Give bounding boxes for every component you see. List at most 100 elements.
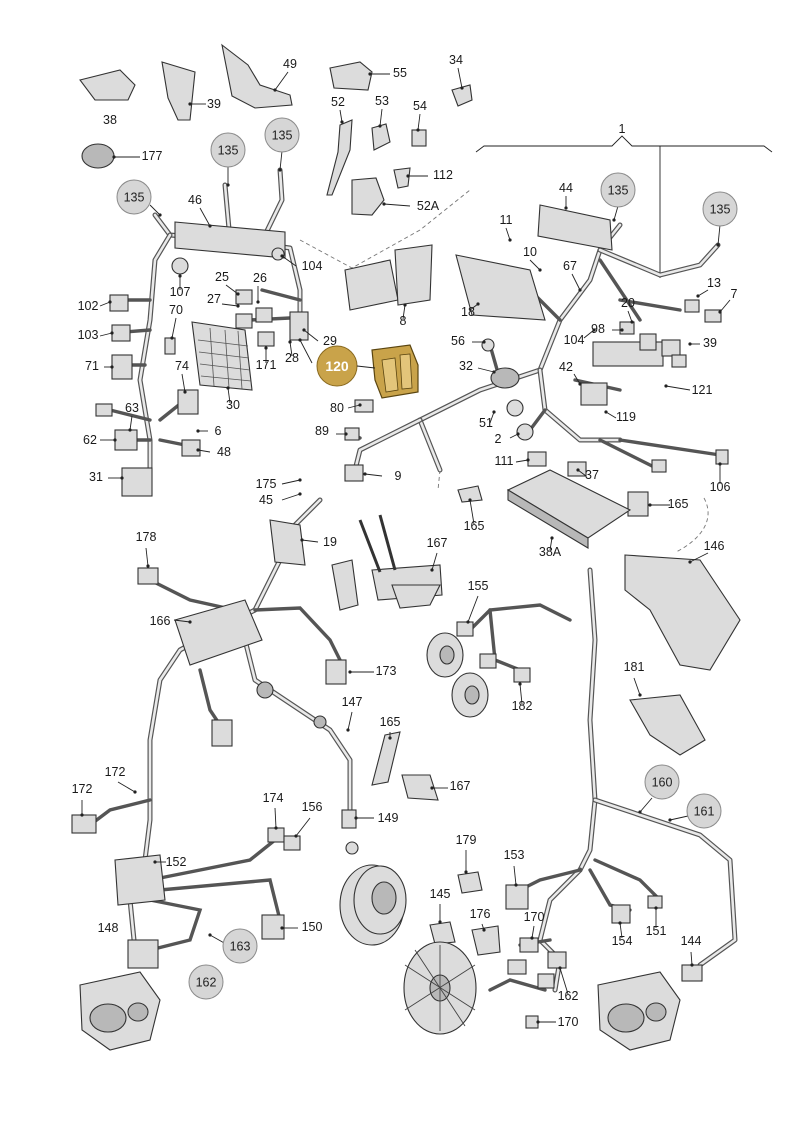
part-label: 156: [302, 800, 323, 814]
circled-label-badge: [222, 928, 258, 964]
leader-dot: [346, 728, 350, 732]
leader-line: [379, 108, 383, 127]
bracket-171-a: [344, 259, 399, 311]
leader-line: [402, 304, 406, 320]
leader-line: [289, 341, 293, 357]
leader-dot: [208, 224, 212, 228]
leader-dot: [340, 120, 344, 124]
leader-dot: [648, 503, 652, 507]
clip-53: [371, 123, 391, 151]
part-label: 26: [253, 271, 267, 285]
part-label: 170: [524, 910, 545, 924]
highlight-leader: [356, 365, 376, 369]
bracket-178: [174, 599, 263, 666]
leader-dot: [153, 860, 157, 864]
module-19-side: [507, 489, 589, 549]
leader-line: [583, 329, 595, 339]
leader-dot: [120, 476, 124, 480]
leader-dot: [578, 288, 582, 292]
headlight-right: [597, 971, 681, 1051]
leader-line: [489, 411, 495, 424]
circled-label-badge: [264, 117, 300, 153]
part-label: 46: [188, 193, 202, 207]
leader-dot: [550, 536, 554, 540]
leader-dot: [128, 428, 132, 432]
leader-dot: [416, 128, 420, 132]
part-label: 39: [207, 97, 221, 111]
part-label: 173: [376, 664, 397, 678]
bracket-39: [161, 61, 196, 121]
circled-label-badge: [210, 132, 246, 168]
leader-line: [627, 310, 633, 323]
leader-line: [225, 284, 239, 295]
radiator-fan: [403, 941, 477, 1035]
leader-dot: [294, 834, 298, 838]
circled-label-text: 135: [218, 144, 239, 158]
leader-dot: [113, 438, 117, 442]
bracket-152: [471, 925, 501, 956]
leader-line: [145, 547, 149, 567]
middle-left-harness: [71, 497, 357, 969]
leader-line: [457, 67, 463, 89]
leader-dot: [256, 300, 260, 304]
leader-line: [467, 595, 479, 623]
leader-dot: [170, 336, 174, 340]
leader-dot: [264, 346, 268, 350]
leader-dot: [146, 564, 150, 568]
leader-dot: [696, 294, 700, 298]
part-label: 102: [78, 299, 99, 313]
leader-line: [469, 303, 479, 311]
leader-line: [571, 273, 581, 291]
leader-dot: [516, 432, 520, 436]
leader-line: [347, 711, 353, 731]
part-label: 28: [285, 351, 299, 365]
part-label: 38A: [539, 545, 562, 559]
leader-dot: [468, 498, 472, 502]
leader-dot: [358, 403, 362, 407]
part-label: 181: [624, 660, 645, 674]
part-label: 56: [451, 334, 465, 348]
top-left-parts: [79, 43, 473, 311]
bracket-45: [331, 514, 443, 611]
circled-label-badge: [686, 793, 722, 829]
leader-dot: [196, 448, 200, 452]
part-label: 49: [283, 57, 297, 71]
part-label: 8: [400, 314, 407, 328]
part-label: 119: [616, 410, 636, 424]
leader-line: [171, 317, 177, 339]
leader-dot: [664, 384, 668, 388]
leader-line: [301, 539, 319, 543]
part-label: 89: [315, 424, 329, 438]
control-unit-31: [191, 321, 253, 391]
part-label: 18: [461, 305, 475, 319]
leader-dot: [208, 933, 212, 937]
leader-line: [129, 415, 133, 431]
leader-dot: [620, 328, 624, 332]
leader-dot: [236, 304, 240, 308]
leader-dot: [536, 1020, 540, 1024]
leader-line: [347, 404, 361, 409]
leader-line: [690, 951, 693, 966]
leader-line: [281, 479, 301, 485]
leader-line: [577, 469, 587, 477]
part-label: 151: [646, 924, 667, 938]
part-label: 48: [217, 445, 231, 459]
leader-dot: [382, 202, 386, 206]
part-label: 121: [692, 383, 713, 397]
leader-dot: [378, 124, 382, 128]
leader-line: [274, 71, 289, 91]
part-label: 54: [413, 99, 427, 113]
leader-dot: [196, 429, 200, 433]
leader-dot: [690, 963, 694, 967]
part-label: 111: [494, 454, 513, 468]
part-label: 172: [105, 765, 126, 779]
leader-dot: [298, 478, 302, 482]
part-label: 153: [504, 848, 525, 862]
part-label: 146: [704, 539, 725, 553]
part-label: 10: [523, 245, 537, 259]
control-unit-grid: [197, 327, 252, 390]
leader-dot: [718, 310, 722, 314]
part-label: 171: [256, 358, 277, 372]
leader-dot: [464, 870, 468, 874]
